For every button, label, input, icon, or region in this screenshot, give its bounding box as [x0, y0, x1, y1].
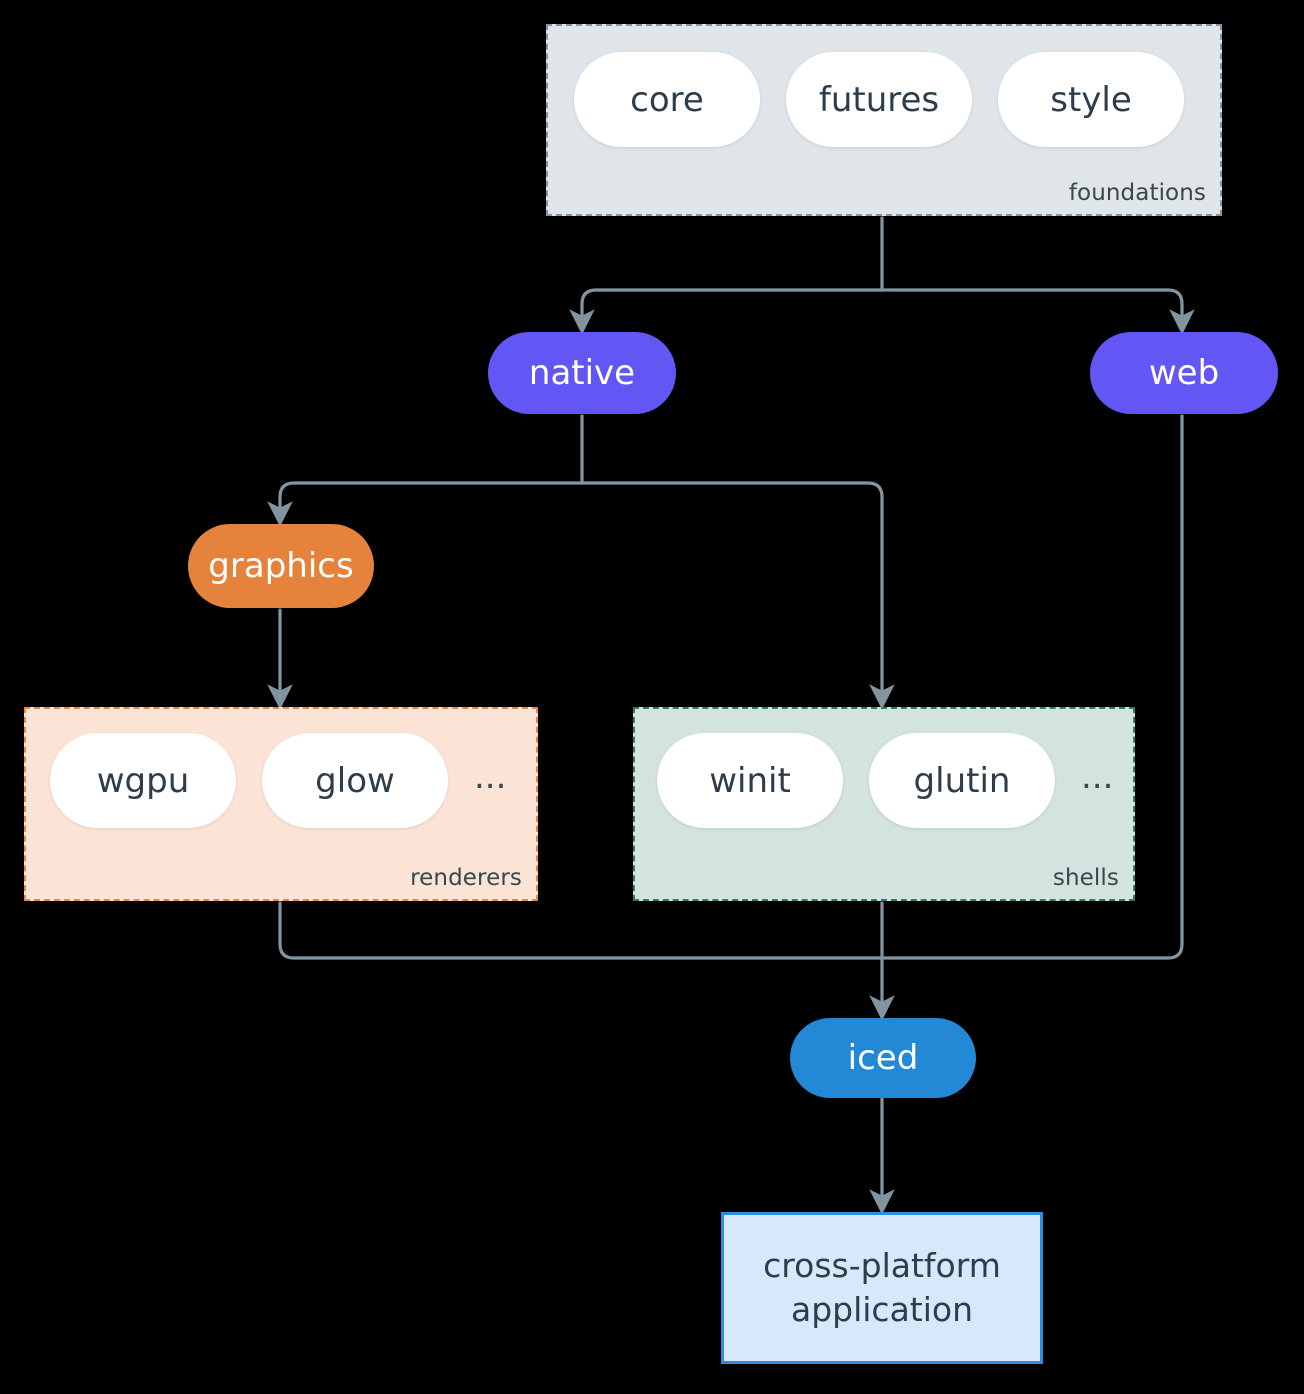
node-style-label: style: [1050, 79, 1132, 120]
node-wgpu[interactable]: wgpu: [50, 733, 236, 828]
edge-renderers-to-bus: [278, 901, 884, 960]
node-iced[interactable]: iced: [790, 1018, 976, 1098]
node-native-label: native: [528, 353, 636, 393]
group-shells[interactable]: winit glutin ... shells: [633, 707, 1135, 901]
application-line-1: cross-platform: [763, 1246, 1001, 1286]
edge-web-to-bus: [880, 414, 1184, 960]
application-line-2: application: [790, 1290, 974, 1329]
group-foundations-items: core futures style: [574, 52, 1184, 147]
node-winit-label: winit: [709, 760, 791, 801]
node-cross-platform-application[interactable]: cross-platform application: [721, 1212, 1043, 1364]
node-core[interactable]: core: [574, 52, 760, 147]
group-foundations-label: foundations: [1068, 180, 1206, 206]
node-style[interactable]: style: [998, 52, 1184, 147]
node-futures[interactable]: futures: [786, 52, 972, 147]
group-renderers[interactable]: wgpu glow ... renderers: [24, 707, 538, 901]
group-renderers-items: wgpu glow ...: [50, 733, 506, 828]
node-core-label: core: [630, 79, 704, 120]
node-web-label: web: [1148, 353, 1220, 393]
node-futures-label: futures: [818, 79, 940, 120]
node-glow[interactable]: glow: [262, 733, 448, 828]
node-native[interactable]: native: [488, 332, 676, 414]
group-renderers-label: renderers: [410, 865, 522, 891]
shells-ellipsis-icon: ...: [1081, 756, 1114, 797]
edge-native-to-graphics: [267, 481, 584, 527]
node-graphics-label: graphics: [208, 546, 354, 586]
node-graphics[interactable]: graphics: [188, 524, 374, 608]
edge-foundations-to-native: [569, 288, 884, 335]
renderers-ellipsis-icon: ...: [474, 756, 507, 797]
node-web[interactable]: web: [1090, 332, 1278, 414]
node-glutin-label: glutin: [913, 760, 1011, 801]
node-glutin[interactable]: glutin: [869, 733, 1055, 828]
group-shells-items: winit glutin ...: [657, 733, 1113, 828]
node-iced-label: iced: [847, 1038, 919, 1078]
node-wgpu-label: wgpu: [96, 760, 190, 801]
group-foundations[interactable]: core futures style foundations: [546, 24, 1222, 216]
node-winit[interactable]: winit: [657, 733, 843, 828]
node-glow-label: glow: [315, 760, 395, 801]
edge-foundations-to-web: [880, 288, 1195, 335]
group-shells-label: shells: [1052, 865, 1119, 891]
edge-native-to-shells: [580, 481, 895, 710]
